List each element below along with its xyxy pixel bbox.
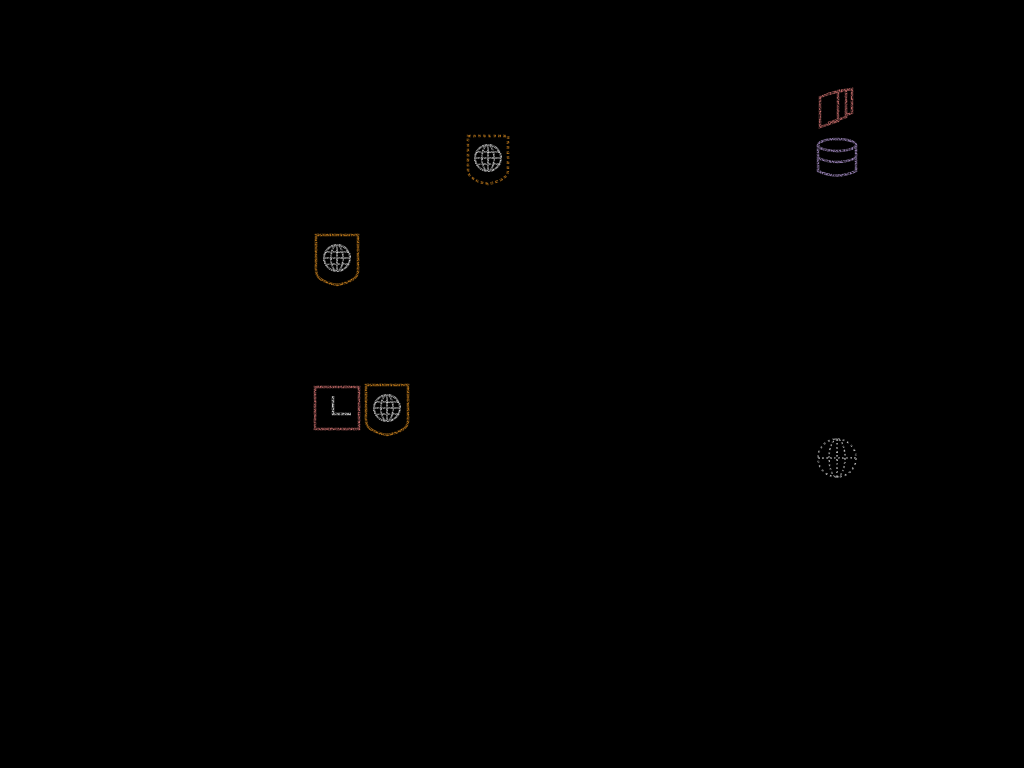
globe-icon-right xyxy=(817,438,857,478)
stacked-cards-icon xyxy=(818,87,854,129)
globe-shield-icon-top-center xyxy=(466,134,510,186)
database-icon xyxy=(816,137,858,177)
l-block-icon xyxy=(313,385,361,431)
globe-shield-icon-lower-left xyxy=(364,383,410,437)
globe-shield-icon-upper-left xyxy=(314,233,360,287)
